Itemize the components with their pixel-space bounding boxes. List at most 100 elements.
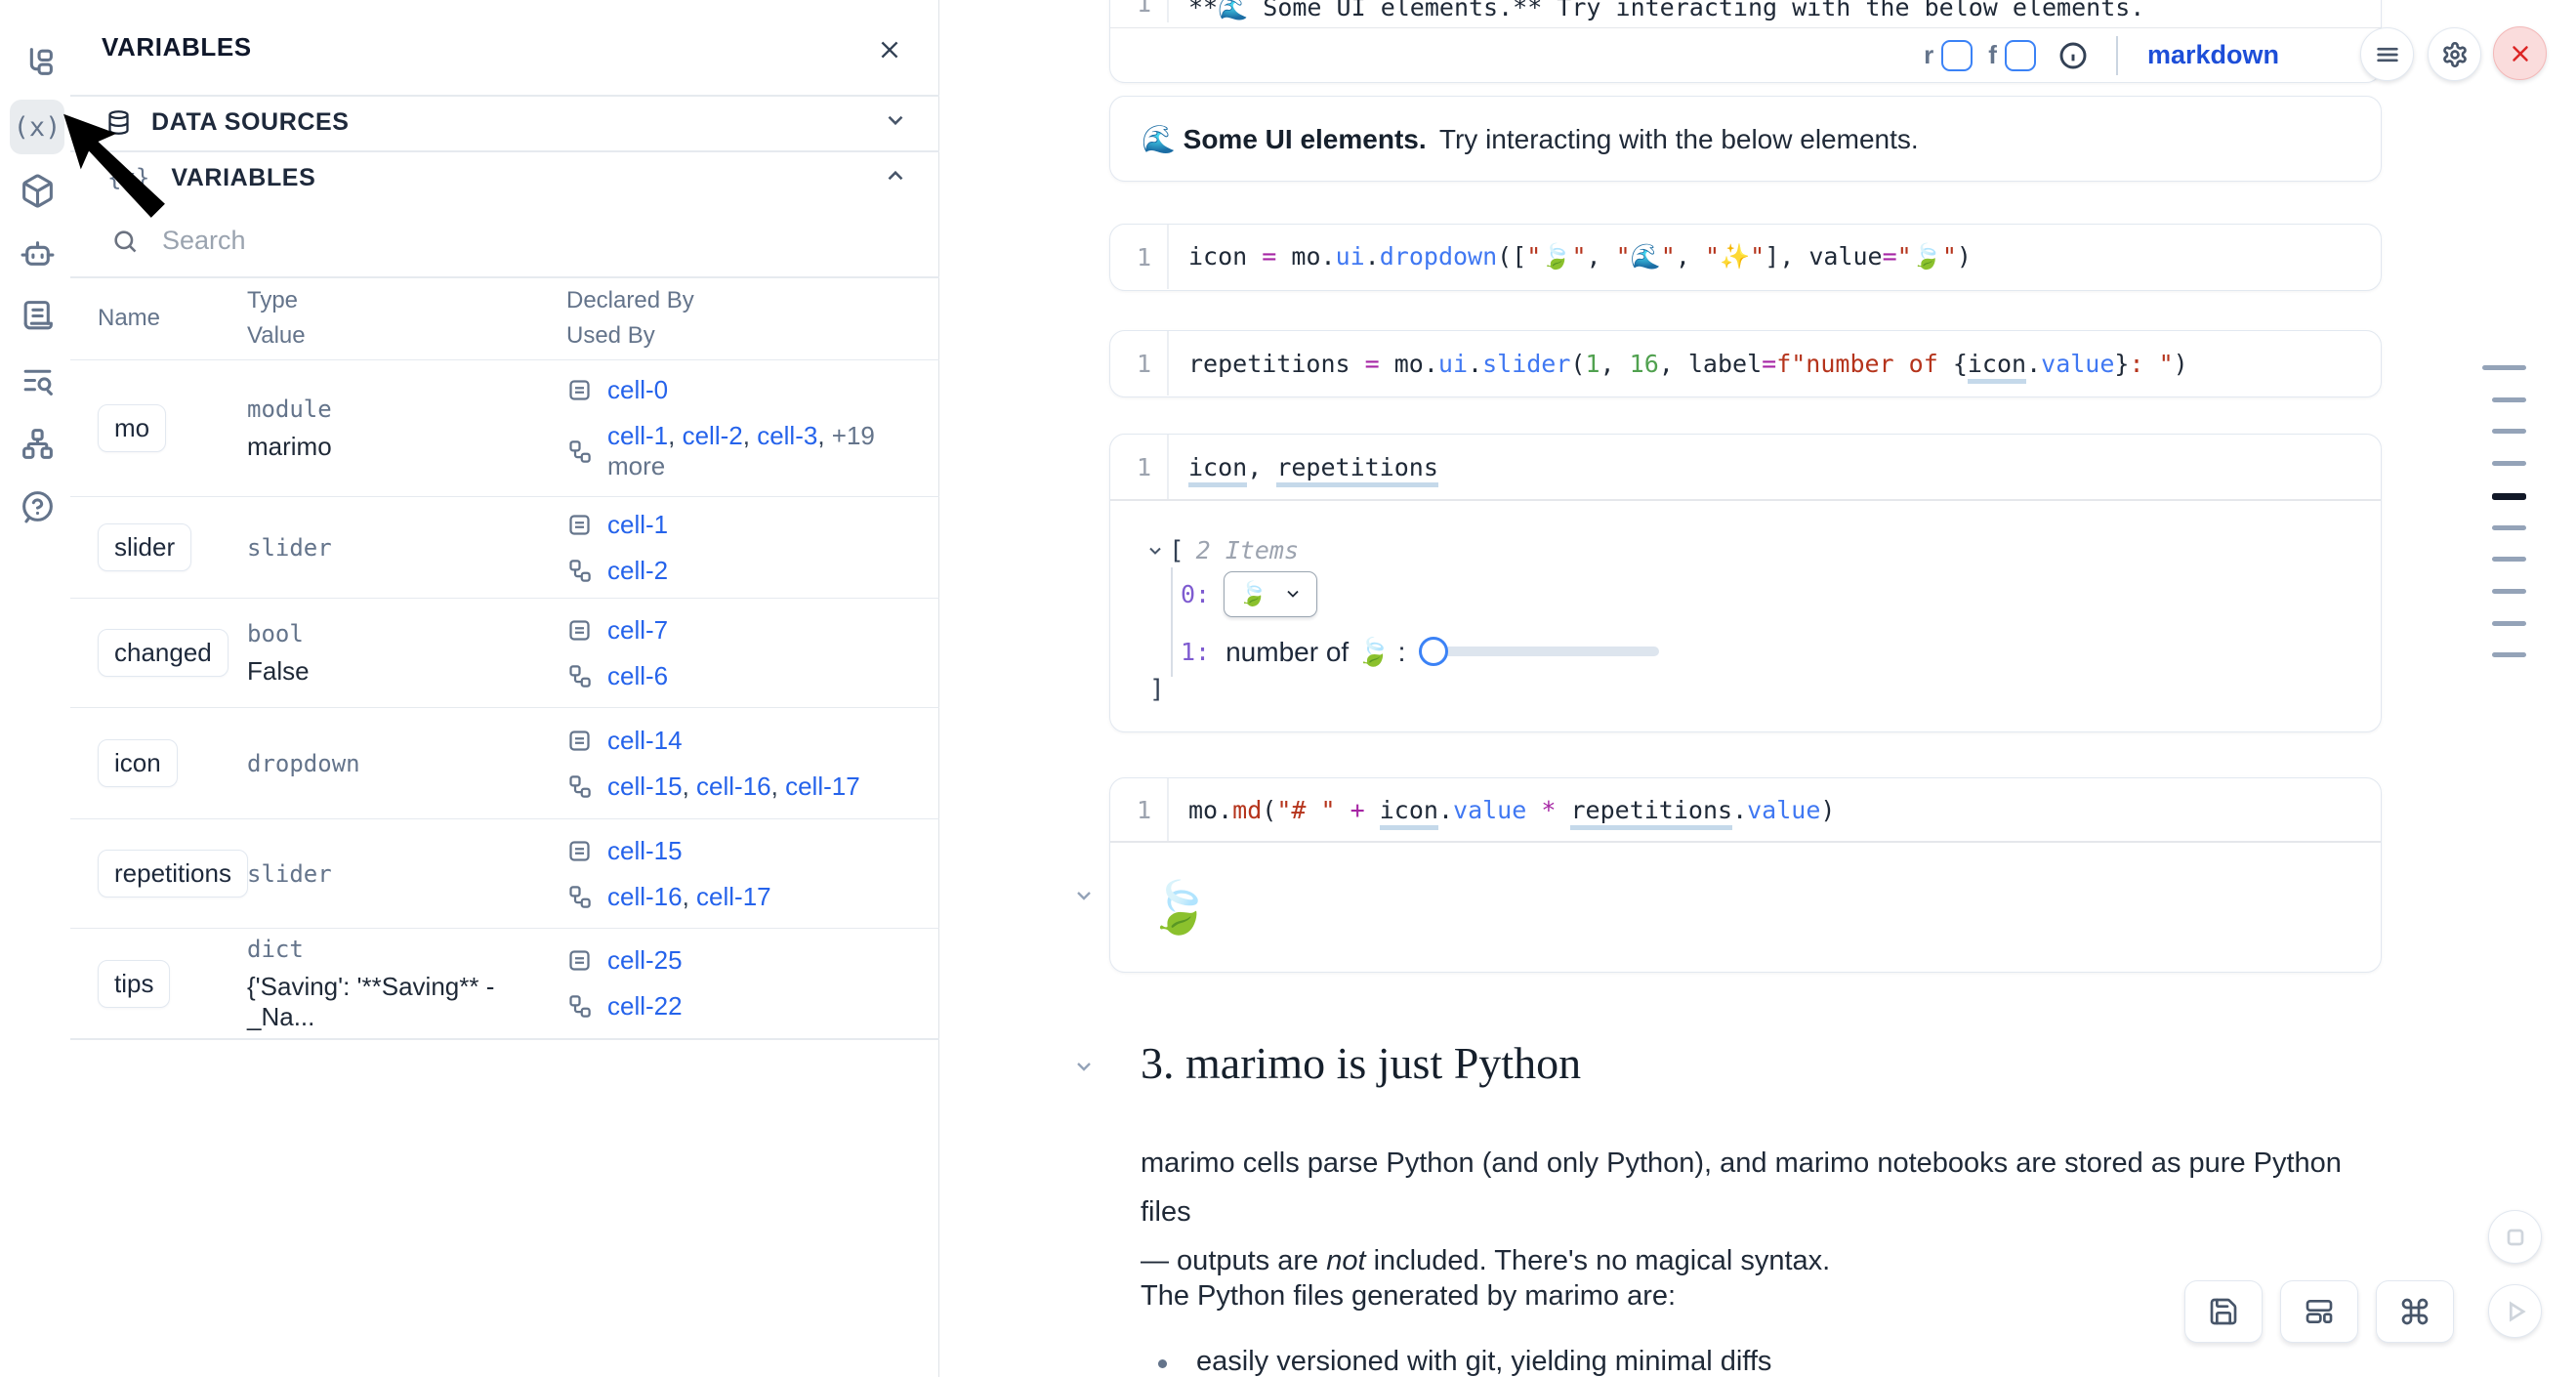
variable-type: slider [247, 533, 332, 562]
scratchpad-icon[interactable] [10, 288, 64, 343]
file-tree-icon[interactable] [10, 35, 64, 90]
minimap-bar[interactable] [2492, 429, 2526, 434]
cell-link[interactable]: cell-15 [607, 771, 683, 801]
slider-track[interactable] [1419, 647, 1660, 656]
minimap-bar[interactable] [2492, 557, 2526, 562]
minimap-bar[interactable] [2492, 493, 2526, 500]
search-input[interactable] [162, 226, 748, 256]
cell-link[interactable]: cell-15 [607, 835, 683, 865]
variables-icon[interactable]: (x) [10, 100, 64, 154]
cell-link[interactable]: cell-2 [607, 555, 669, 585]
dropdown-select[interactable]: 🍃 [1224, 570, 1318, 617]
variable-refs-cell: cell-1 cell-2 [566, 510, 939, 586]
help-icon[interactable] [10, 479, 64, 533]
cell-link[interactable]: cell-14 [607, 725, 683, 755]
ref-line: cell-15 [566, 836, 939, 866]
variable-name-cell: mo [98, 404, 247, 452]
ref-line: cell-6 [566, 661, 939, 691]
variable-name-badge: changed [98, 629, 229, 677]
variable-type: dropdown [247, 749, 360, 777]
keyboard-shortcuts-button[interactable] [2376, 1280, 2454, 1343]
layout-button[interactable] [2280, 1280, 2358, 1343]
variable-type-cell: dropdown [247, 750, 566, 777]
cell-minimap [2480, 352, 2539, 674]
cell-link[interactable]: cell-16 [696, 771, 771, 801]
close-panel-button[interactable] [873, 33, 906, 66]
cell-link[interactable]: cell-22 [607, 991, 683, 1021]
panel-title: VARIABLES [102, 32, 252, 62]
line-number: 1 [1110, 435, 1169, 499]
packages-icon[interactable] [10, 163, 64, 218]
cell-link[interactable]: cell-16 [607, 881, 683, 911]
code-editor[interactable]: 1 mo.md("# " + icon.value * repetitions.… [1110, 778, 2381, 841]
code-line: mo.md("# " + icon.value * repetitions.va… [1169, 795, 1835, 830]
minimap-bar[interactable] [2492, 525, 2526, 530]
stop-button[interactable] [2488, 1210, 2542, 1264]
ref-line: cell-1 [566, 510, 939, 540]
code-editor[interactable]: 1 **🌊 Some UI elements.** Try interactin… [1110, 0, 2381, 27]
comma: , [817, 421, 832, 450]
declared-by-icon [569, 514, 590, 535]
hamburger-icon [2376, 47, 2398, 62]
cell-link[interactable]: cell-0 [607, 375, 669, 404]
cell-link[interactable]: cell-25 [607, 945, 683, 975]
cell-link[interactable]: cell-17 [785, 771, 860, 801]
minimap-bar[interactable] [2492, 652, 2526, 657]
run-toggle[interactable] [1941, 39, 1974, 71]
cell-link[interactable]: cell-1 [607, 421, 669, 450]
menu-button[interactable] [2360, 27, 2414, 81]
code-editor[interactable]: 1 repetitions = mo.ui.slider(1, 16, labe… [1110, 331, 2381, 396]
comma: , [770, 771, 786, 801]
ref-line: cell-1, cell-2, cell-3, +19 more [566, 421, 939, 481]
line-number: 1 [1110, 225, 1169, 289]
ref-line: cell-16, cell-17 [566, 882, 939, 912]
tree-collapse-toggle[interactable]: [ 2 Items [1145, 536, 1299, 565]
code-line: icon = mo.ui.dropdown(["🍃", "🌊", "✨"], v… [1188, 242, 1972, 271]
minimap-bar[interactable] [2492, 397, 2526, 402]
settings-button[interactable] [2428, 27, 2481, 81]
code-editor[interactable]: 1 icon, repetitions [1110, 435, 2381, 499]
minimap-bar[interactable] [2492, 461, 2526, 466]
shutdown-button[interactable] [2493, 26, 2547, 80]
cell-link[interactable]: cell-1 [607, 509, 669, 539]
minimap-bar[interactable] [2492, 589, 2526, 594]
format-toggle[interactable] [2004, 39, 2036, 71]
minimap-bar[interactable] [2492, 621, 2526, 626]
variable-name-badge: mo [98, 404, 167, 452]
run-button[interactable] [2488, 1284, 2542, 1338]
cell-link[interactable]: cell-17 [696, 881, 771, 911]
search-logs-icon[interactable] [10, 353, 64, 407]
markdown-output-cell: 🌊 Some UI elements. Try interacting with… [1109, 96, 2382, 182]
chevron-down-icon [883, 107, 908, 138]
col-used-by: Used By [566, 322, 655, 349]
tree-index: 0: [1181, 579, 1211, 608]
md-output-text: Try interacting with the below elements. [1438, 123, 1919, 154]
save-button[interactable] [2184, 1280, 2263, 1343]
slider-handle[interactable] [1419, 637, 1449, 666]
cell-link[interactable]: cell-2 [682, 421, 743, 450]
variables-section[interactable]: {x} VARIABLES [70, 150, 939, 205]
col-name: Name [98, 305, 161, 331]
variable-refs-cell: cell-25 cell-22 [566, 945, 939, 1022]
ref-line: cell-25 [566, 945, 939, 976]
cell-link[interactable]: cell-6 [607, 660, 669, 690]
cell-link[interactable]: cell-7 [607, 614, 669, 645]
code-editor[interactable]: 1 icon = mo.ui.dropdown(["🍃", "🌊", "✨"],… [1110, 225, 2381, 289]
collapse-section-chevron[interactable] [1072, 1055, 1096, 1083]
comma: , [742, 421, 758, 450]
footer-divider [2115, 35, 2118, 75]
language-label[interactable]: markdown [2146, 40, 2279, 69]
collapse-cell-chevron[interactable] [1072, 884, 1096, 912]
used-by-icon [569, 664, 591, 688]
minimap-bar[interactable] [2482, 365, 2526, 370]
variables-search [70, 205, 939, 276]
dependency-graph-icon[interactable] [10, 416, 64, 471]
data-sources-section[interactable]: DATA SOURCES [70, 95, 939, 150]
code-cell-slider: 1 repetitions = mo.ui.slider(1, 16, labe… [1109, 330, 2382, 397]
info-icon[interactable] [2057, 40, 2089, 71]
ai-bot-icon[interactable] [10, 226, 64, 280]
cell-link[interactable]: cell-3 [757, 421, 818, 450]
code-line: icon, repetitions [1169, 452, 1438, 487]
